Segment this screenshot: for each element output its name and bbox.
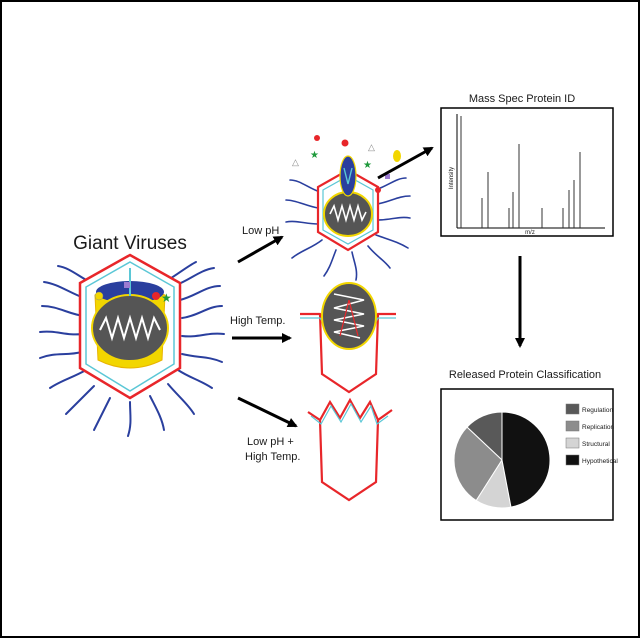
pie-chart bbox=[453, 411, 551, 509]
legend-swatch-regulation bbox=[565, 403, 580, 415]
legend-label-replication: Replication bbox=[582, 424, 615, 431]
combined-treatment-capsid bbox=[307, 397, 393, 502]
low-ph-virus: ★ △ △ ★ bbox=[285, 135, 411, 281]
pie-slice-hypothetical bbox=[501, 411, 551, 508]
pie-slice-replication bbox=[453, 426, 503, 502]
mass-spec-panel bbox=[440, 107, 614, 237]
protein-yellow-marker bbox=[94, 291, 104, 301]
label-low-ph: Low pH bbox=[242, 225, 279, 237]
legend-swatch-replication bbox=[565, 420, 580, 432]
legend-swatch-structural bbox=[565, 437, 580, 449]
mass-spec-x-label: m/z bbox=[525, 230, 535, 236]
capsid-inner-layer bbox=[85, 261, 175, 392]
viral-core bbox=[91, 294, 169, 362]
protein-square-marker bbox=[124, 282, 130, 288]
svg-text:★: ★ bbox=[310, 150, 319, 161]
classification-title: Released Protein Classification bbox=[449, 369, 601, 381]
svg-text:△: △ bbox=[368, 142, 375, 152]
label-high-temp: High Temp. bbox=[230, 315, 285, 327]
label-low-ph-plus: Low pH + bbox=[247, 436, 294, 448]
arrow-combined bbox=[237, 396, 298, 428]
protein-red-marker bbox=[152, 292, 160, 300]
legend-swatch-hypothetical bbox=[565, 454, 580, 466]
pie-legend: RegulationReplicationStructuralHypotheti… bbox=[565, 403, 618, 466]
arrow-to-mass-spec bbox=[377, 146, 434, 180]
protein-star-marker: ★ bbox=[161, 291, 172, 305]
legend-label-regulation: Regulation bbox=[582, 407, 613, 414]
svg-text:△: △ bbox=[292, 157, 299, 167]
arrow-low-ph bbox=[237, 235, 284, 264]
genome-dna bbox=[99, 314, 161, 342]
mass-spec-y-label: Intensity bbox=[449, 167, 455, 189]
giant-virus-illustration: ★ bbox=[39, 253, 225, 437]
label-combined-high-temp: High Temp. bbox=[245, 451, 300, 463]
high-temp-virus bbox=[300, 282, 396, 394]
legend-label-hypothetical: Hypothetical bbox=[582, 458, 618, 465]
mass-spec-title: Mass Spec Protein ID bbox=[469, 93, 575, 105]
svg-text:★: ★ bbox=[363, 160, 372, 171]
figure-title: Giant Viruses bbox=[73, 233, 187, 254]
mass-spec-peaks bbox=[460, 116, 581, 228]
legend-label-structural: Structural bbox=[582, 441, 610, 448]
